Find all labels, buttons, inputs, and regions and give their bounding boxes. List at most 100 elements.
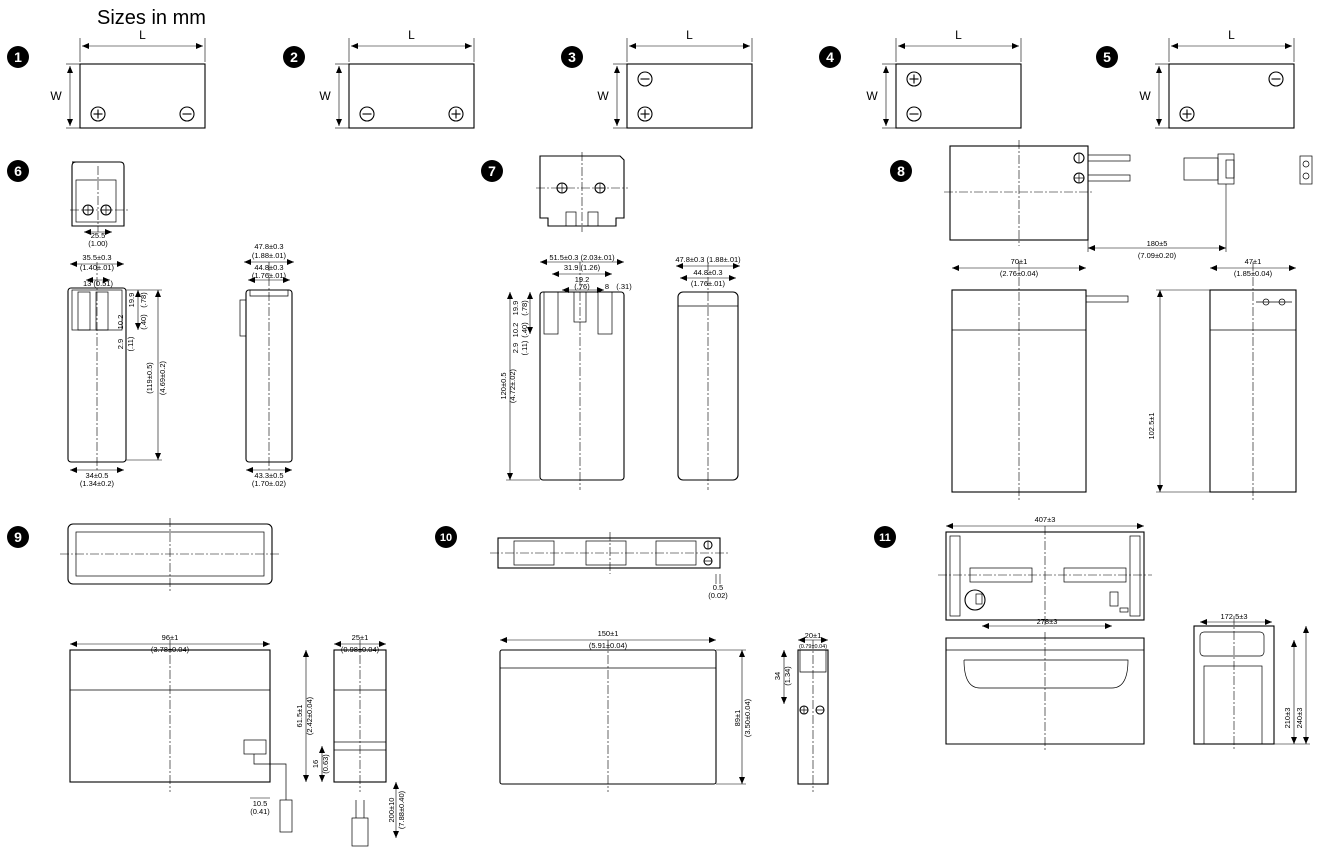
d7-dim-1: 31.9 (1.26) bbox=[564, 263, 601, 272]
d11-dim-4: 240±3 bbox=[1295, 708, 1304, 729]
terminal-bottom-left bbox=[90, 106, 106, 122]
d6-dim-0: 25.5 bbox=[91, 231, 106, 240]
d11-dim-2: 172.5±3 bbox=[1220, 612, 1247, 621]
layout-badge-2: 2 bbox=[283, 46, 305, 68]
d10-dim-2: 150±1 bbox=[598, 629, 619, 638]
badge-8: 8 bbox=[890, 160, 912, 182]
d9-dim-0: 96±1 bbox=[162, 633, 179, 642]
d9-dim-6: 16 bbox=[311, 760, 320, 768]
d7-dim-8: 10.2 bbox=[511, 323, 520, 338]
svg-text:3: 3 bbox=[568, 49, 576, 65]
d7-dim-9: (.40) bbox=[520, 322, 529, 338]
layout-badge-5: 5 bbox=[1096, 46, 1118, 68]
battery-outline bbox=[626, 63, 753, 129]
badge-11: 11 bbox=[874, 526, 896, 548]
terminal-bottom-right bbox=[179, 106, 195, 122]
d9-dim-10: 200±10 bbox=[387, 798, 396, 823]
svg-text:2: 2 bbox=[290, 49, 298, 65]
d8-dim-0: 180±5 bbox=[1147, 239, 1168, 248]
d6-dim-19: 43.3±0.5 bbox=[254, 471, 283, 480]
d10-dim-5: (3.50±0.04) bbox=[743, 698, 752, 737]
d10-dim-1: (0.02) bbox=[708, 591, 728, 600]
terminal-layout-4: 4LW bbox=[819, 28, 1022, 129]
length-label: L bbox=[686, 28, 693, 42]
d9-dim-3: (0.98±0.04) bbox=[341, 645, 380, 654]
terminal-layout-2: 2LW bbox=[283, 28, 475, 129]
d7-dim-5: (.31) bbox=[616, 282, 632, 291]
terminal-layout-1: 1 L W bbox=[7, 28, 206, 129]
d7-dim-12: 120±0.5 bbox=[499, 372, 508, 399]
d9-dim-8: 10.5 bbox=[253, 799, 268, 808]
width-label: W bbox=[1139, 89, 1151, 103]
d10-dim-6: 20±1 bbox=[805, 631, 822, 640]
d10-dim-8: 34 bbox=[773, 672, 782, 680]
d6-dim-12: (4.69±0.2) bbox=[158, 360, 167, 395]
terminal-bottom-left bbox=[1179, 106, 1195, 122]
svg-text:4: 4 bbox=[826, 49, 834, 65]
badge-6: 6 bbox=[7, 160, 29, 182]
layout-badge-4: 4 bbox=[819, 46, 841, 68]
d6-dim-20: (1.70±.02) bbox=[252, 479, 287, 488]
svg-text:10: 10 bbox=[440, 532, 452, 544]
d7-dim-4: 8 bbox=[605, 282, 609, 291]
d10-dim-7: (0.79±0.04) bbox=[799, 644, 827, 650]
d6-dim-3: (1.40±.01) bbox=[80, 263, 115, 272]
svg-text:5: 5 bbox=[1103, 49, 1111, 65]
d9-dim-4: 61.5±1 bbox=[295, 705, 304, 728]
badge-10: 10 bbox=[435, 526, 457, 548]
d8-dim-5: (1.85±0.04) bbox=[1234, 269, 1273, 278]
length-label: L bbox=[1228, 28, 1235, 42]
d9-dim-11: (7.88±0.40) bbox=[397, 790, 406, 829]
svg-text:11: 11 bbox=[879, 532, 891, 544]
d6-dim-14: (1.34±0.2) bbox=[80, 479, 115, 488]
d6-dim-13: 34±0.5 bbox=[86, 471, 109, 480]
d7-dim-7: (.78) bbox=[520, 300, 529, 316]
d6-dim-16: (1.88±.01) bbox=[252, 251, 287, 260]
svg-text:9: 9 bbox=[14, 529, 22, 545]
d9-dim-1: (3.78±0.04) bbox=[151, 645, 190, 654]
svg-text:7: 7 bbox=[488, 163, 496, 179]
d11-dim-0: 407±3 bbox=[1035, 515, 1056, 524]
d6-dim-9: 2.9 bbox=[116, 339, 125, 349]
width-label: W bbox=[319, 89, 331, 103]
d9-dim-9: (0.41) bbox=[250, 807, 270, 816]
terminal-top-left bbox=[637, 71, 653, 87]
width-label: W bbox=[866, 89, 878, 103]
d6-dim-5: 19.9 bbox=[127, 293, 136, 308]
diagram-6: 25.5 (1.00) 35.5±0.3 (1.40±.01) 13 (0.51… bbox=[67, 161, 294, 488]
d6-dim-18: (1.76±.01) bbox=[252, 271, 287, 280]
d6-dim-17: 44.8±0.3 bbox=[254, 263, 283, 272]
d6-dim-11: (119±0.5) bbox=[145, 362, 154, 394]
d6-dim-10: (.11) bbox=[126, 336, 135, 351]
terminal-top-right bbox=[1268, 71, 1284, 87]
battery-outline bbox=[79, 63, 206, 129]
d6-dim-8: (.40) bbox=[139, 314, 148, 330]
layout-badge-1: 1 bbox=[7, 46, 29, 68]
badge-9: 9 bbox=[7, 526, 29, 548]
sizes-caption: Sizes in mm bbox=[97, 7, 206, 29]
d9-dim-2: 25±1 bbox=[352, 633, 369, 642]
width-label: W bbox=[597, 89, 609, 103]
d6-dim-1: (1.00) bbox=[88, 239, 108, 248]
d10-dim-9: (1.34) bbox=[783, 666, 792, 686]
d6-dim-7: 10.2 bbox=[116, 315, 125, 330]
terminal-layout-3: 3 L W bbox=[561, 28, 753, 129]
diagram-9: 96±1 (3.78±0.04) 25±1 (0.98±0.04) 61.5±1… bbox=[60, 518, 406, 847]
diagram-11: 407±3 278±3 172.5±3 210±3 240±3 bbox=[938, 515, 1310, 750]
d8-dim-4: 47±1 bbox=[1245, 257, 1262, 266]
d9-dim-7: (0.63) bbox=[321, 754, 330, 774]
length-label: L bbox=[139, 28, 146, 42]
svg-text:1: 1 bbox=[14, 49, 22, 65]
d6-dim-2: 35.5±0.3 bbox=[82, 253, 111, 262]
d11-dim-1: 278±3 bbox=[1037, 617, 1058, 626]
diagram-8: 180±5 (7.09±0.20) 70±1 (2.76±0.04) 47±1 … bbox=[944, 140, 1313, 500]
badge-7: 7 bbox=[481, 160, 503, 182]
d10-dim-3: (5.91±0.04) bbox=[589, 641, 628, 650]
d6-dim-15: 47.8±0.3 bbox=[254, 242, 283, 251]
width-label: W bbox=[50, 89, 62, 103]
layout-badge-3: 3 bbox=[561, 46, 583, 68]
d7-dim-15: 44.8±0.3 bbox=[693, 268, 722, 277]
d8-dim-3: (2.76±0.04) bbox=[1000, 269, 1039, 278]
